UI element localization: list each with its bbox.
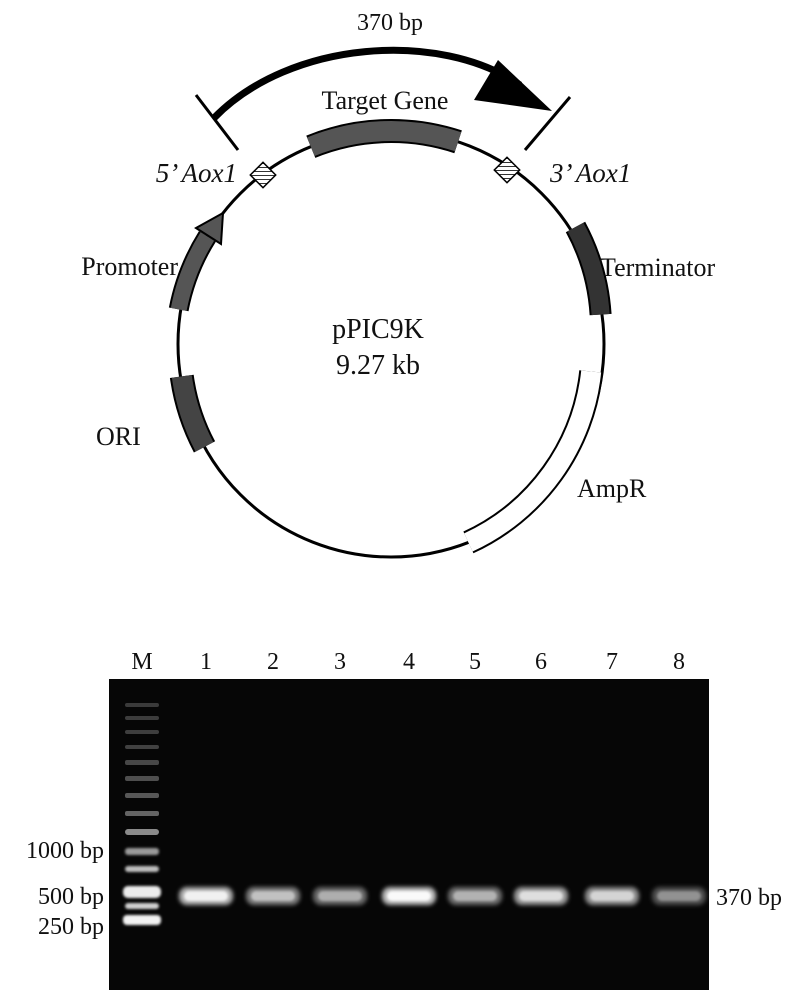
band-size-label: 370 bp [716,885,782,911]
amplicon-left-tick [194,94,240,151]
sample-band [184,891,228,901]
amplicon-size-label: 370 bp [357,10,423,36]
sample-band [519,891,563,901]
marker-band-500 [123,886,161,898]
aox1-3-marker [493,156,521,184]
lane-label-2: 2 [267,649,279,675]
lane-label-6: 6 [535,649,547,675]
sample-band [387,891,431,901]
sample-band [657,891,701,901]
terminator-label: Terminator [600,253,715,282]
ori-label: ORI [96,422,141,451]
lane-label-3: 3 [334,649,346,675]
sample-band [318,891,362,901]
plasmid-map: 370 bp Target Gene 5’ Aox1 3’ Aox1 Promo… [81,10,715,559]
promoter-arrowhead [194,211,225,246]
amplicon-arrow [211,46,522,121]
aox1-3-label: 3’ Aox1 [549,158,631,188]
lane-label-1: 1 [200,649,212,675]
aox1-5-label: 5’ Aox1 [156,158,237,188]
lane-label-m: M [131,649,152,675]
marker-label-250: 250 bp [38,914,104,940]
gel-image [109,679,709,990]
promoter-label: Promoter [81,252,178,281]
sample-bands [179,887,706,905]
lane-label-7: 7 [606,649,618,675]
sample-band [251,891,295,901]
sample-band [453,891,497,901]
marker-label-500: 500 bp [38,884,104,910]
ampr-label: AmpR [577,474,647,503]
sample-band [590,891,634,901]
lane-label-5: 5 [469,649,481,675]
gel-panel: M 1 2 3 4 5 6 7 8 1000 bp 500 bp 250 [26,649,782,990]
marker-ladder [123,703,161,925]
marker-band-250 [123,915,161,925]
plasmid-size: 9.27 kb [336,350,420,381]
lane-label-8: 8 [673,649,685,675]
aox1-5-marker [249,161,277,189]
marker-label-1000: 1000 bp [26,838,104,864]
amplicon-right-tick [523,96,572,151]
lane-label-4: 4 [403,649,415,675]
amplicon-arrowhead [474,60,552,111]
target-gene-label: Target Gene [322,86,449,115]
plasmid-name: pPIC9K [332,314,424,345]
